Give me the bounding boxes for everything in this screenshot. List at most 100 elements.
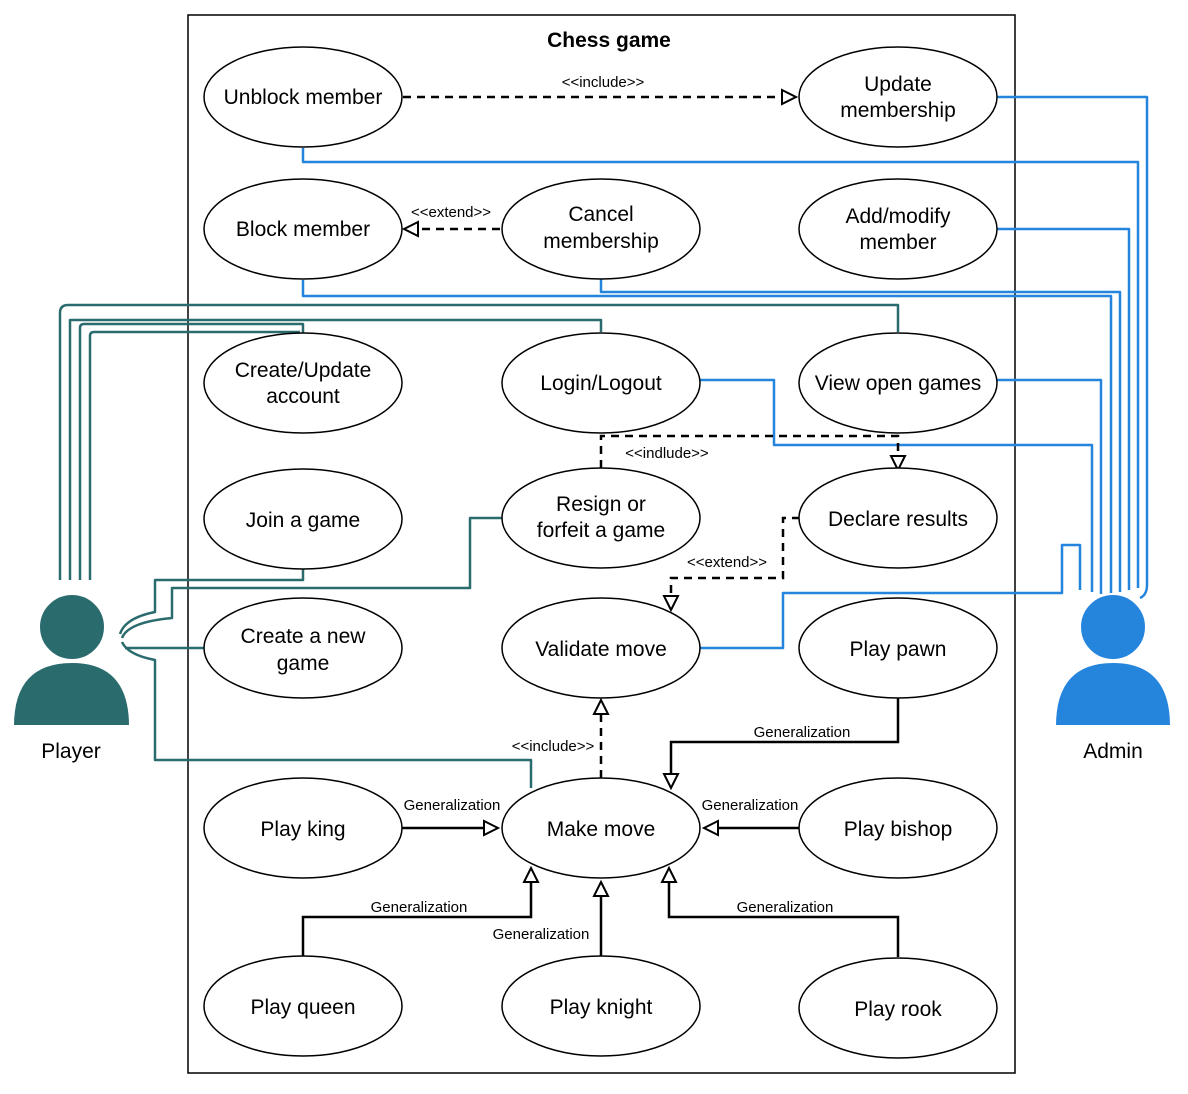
assoc-admin-cancel xyxy=(599,278,1122,592)
use-case-play-queen[interactable]: Play queen xyxy=(203,955,403,1057)
relation-labels: <<include>> <<extend>> <<indlude>> <<ext… xyxy=(371,74,851,943)
assoc-player-make-move xyxy=(120,641,533,788)
use-case-label: Update xyxy=(864,73,932,96)
arrowhead-validate-move xyxy=(662,595,680,613)
actor-admin-label: Admin xyxy=(1083,740,1143,763)
gen-arrowhead-king xyxy=(483,819,501,837)
use-case-label: View open games xyxy=(815,372,982,395)
label-gen-rook: Generalization xyxy=(737,899,834,916)
use-case-unblock-member[interactable]: Unblock member xyxy=(203,46,403,148)
use-cases: Unblock member Update membership Block m… xyxy=(203,46,998,1059)
label-gen-king: Generalization xyxy=(404,797,501,814)
dependency-edges xyxy=(403,95,900,778)
use-case-validate-move[interactable]: Validate move xyxy=(501,597,701,699)
assoc-player-view-open-b xyxy=(88,330,300,580)
label-gen-knight: Generalization xyxy=(493,926,590,943)
admin-associations xyxy=(301,95,1149,650)
use-case-label: account xyxy=(266,385,340,408)
use-case-label: membership xyxy=(543,230,659,253)
actor-player-label: Player xyxy=(41,740,101,763)
use-case-label: Cancel xyxy=(568,203,633,226)
use-case-label: Play queen xyxy=(250,996,355,1019)
label-gen-queen: Generalization xyxy=(371,899,468,916)
generalization-arrowheads xyxy=(483,773,719,897)
actor-player[interactable]: Player xyxy=(11,593,132,763)
gen-edge-queen xyxy=(301,882,533,957)
use-case-cancel-membership[interactable]: Cancel membership xyxy=(501,178,701,280)
gen-edge-pawn xyxy=(669,697,900,774)
assoc-player-login xyxy=(68,318,603,580)
use-case-play-pawn[interactable]: Play pawn xyxy=(798,597,998,699)
use-case-label: Play knight xyxy=(550,996,653,1019)
player-associations xyxy=(58,303,900,788)
use-case-label: Add/modify xyxy=(845,205,951,228)
use-case-block-member[interactable]: Block member xyxy=(203,178,403,280)
use-case-label: membership xyxy=(840,99,956,122)
use-case-label: Declare results xyxy=(828,508,968,531)
use-case-label: Play pawn xyxy=(850,638,947,661)
use-case-make-move[interactable]: Make move xyxy=(501,777,701,879)
use-case-label: Create a new xyxy=(241,625,367,648)
gen-arrowhead-rook xyxy=(660,865,678,883)
system-boundary xyxy=(187,14,1016,1074)
label-include-make: <<include>> xyxy=(512,738,595,755)
use-case-create-update-account[interactable]: Create/Update account xyxy=(203,332,403,434)
arrowhead-update-membership xyxy=(781,88,799,106)
use-case-label: Make move xyxy=(547,818,656,841)
label-extend-cancel: <<extend>> xyxy=(411,204,491,221)
use-case-label: Join a game xyxy=(246,509,360,532)
use-case-label: Unblock member xyxy=(224,86,383,109)
use-case-label: Play king xyxy=(260,818,345,841)
gen-arrowhead-queen xyxy=(522,865,540,883)
label-include-unblock: <<include>> xyxy=(562,74,645,91)
assoc-admin-view-open xyxy=(997,378,1103,594)
use-case-create-new-game[interactable]: Create a new game xyxy=(203,597,403,699)
use-case-label: Login/Logout xyxy=(540,372,662,395)
dependency-arrowheads xyxy=(401,88,907,715)
arrowhead-validate-from-make xyxy=(592,697,610,715)
label-gen-pawn: Generalization xyxy=(754,724,851,741)
generalization-edges xyxy=(301,697,900,957)
use-case-label: Resign or xyxy=(556,493,646,516)
use-case-update-membership[interactable]: Update membership xyxy=(798,46,998,148)
use-case-view-open-games[interactable]: View open games xyxy=(798,332,998,434)
assoc-admin-validate xyxy=(700,543,1082,650)
use-case-label: Create/Update xyxy=(235,359,372,382)
assoc-player-view-open xyxy=(58,303,900,580)
person-icon xyxy=(1053,593,1173,727)
assoc-admin-unblock xyxy=(301,148,1140,588)
assoc-player-resign xyxy=(120,516,502,639)
use-case-label: forfeit a game xyxy=(537,519,665,542)
use-case-add-modify-member[interactable]: Add/modify member xyxy=(798,178,998,280)
arrowhead-declare-results xyxy=(889,455,907,473)
use-case-label: game xyxy=(277,652,330,675)
edge-include-resign-declare xyxy=(599,434,900,468)
use-case-resign-forfeit[interactable]: Resign or forfeit a game xyxy=(501,467,701,569)
use-case-play-knight[interactable]: Play knight xyxy=(501,955,701,1057)
label-include-resign: <<indlude>> xyxy=(625,445,709,462)
assoc-player-join xyxy=(118,568,305,635)
edge-extend-declare-validate xyxy=(669,516,800,596)
use-case-join-game[interactable]: Join a game xyxy=(203,468,403,570)
use-case-play-rook[interactable]: Play rook xyxy=(798,957,998,1059)
use-case-play-bishop[interactable]: Play bishop xyxy=(798,777,998,879)
gen-arrowhead-knight xyxy=(592,879,610,897)
system-title: Chess game xyxy=(547,29,671,52)
use-case-play-king[interactable]: Play king xyxy=(203,777,403,879)
use-case-label: member xyxy=(859,231,936,254)
gen-edge-rook xyxy=(667,882,900,957)
assoc-player-create-account xyxy=(78,322,305,580)
assoc-admin-block xyxy=(301,280,1113,594)
use-case-declare-results[interactable]: Declare results xyxy=(798,467,998,569)
gen-arrowhead-pawn xyxy=(662,773,680,791)
use-case-login-logout[interactable]: Login/Logout xyxy=(501,332,701,434)
label-gen-bishop: Generalization xyxy=(702,797,799,814)
actor-admin[interactable]: Admin xyxy=(1053,593,1173,763)
use-case-label: Play bishop xyxy=(844,818,953,841)
assoc-admin-update-membership xyxy=(997,95,1149,600)
label-extend-declare: <<extend>> xyxy=(687,554,767,571)
assoc-admin-login xyxy=(700,378,1094,592)
person-icon xyxy=(11,593,132,727)
